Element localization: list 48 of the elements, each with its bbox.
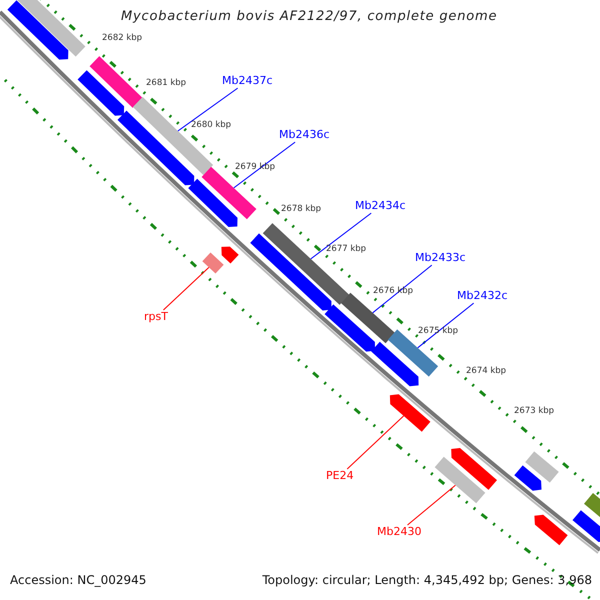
leader-line xyxy=(372,264,432,314)
position-label: 2674 kbp xyxy=(466,367,506,376)
gene-bar xyxy=(434,456,486,504)
gene-label: Mb2430 xyxy=(377,526,422,538)
position-label: 2675 kbp xyxy=(418,327,458,336)
gene-label: rpsT xyxy=(144,311,168,324)
gene-block xyxy=(324,304,375,352)
gene-bar xyxy=(14,0,86,57)
gene-label: Mb2436c xyxy=(279,129,330,142)
position-label: 2673 kbp xyxy=(514,407,554,416)
gene-bar xyxy=(262,223,350,305)
leader-line xyxy=(407,484,456,526)
leader-line xyxy=(177,88,238,132)
gene-block xyxy=(188,178,238,227)
position-label: 2679 kbp xyxy=(235,163,276,172)
gene-bar xyxy=(132,96,214,176)
gene-label: Mb2433c xyxy=(415,252,466,264)
gene-block xyxy=(572,510,600,542)
title: Mycobacterium bovis AF2122/97, complete genome xyxy=(121,10,498,24)
gene-block xyxy=(534,514,568,546)
gene-block xyxy=(221,246,239,264)
genome-summary: Topology: circular; Length: 4,345,492 bp; Genes: 3,968 xyxy=(262,574,592,588)
gene-block xyxy=(371,342,419,386)
leader-line xyxy=(233,142,296,188)
gene-block xyxy=(78,70,124,116)
gene-bar xyxy=(90,56,142,108)
leader-line xyxy=(162,266,210,310)
leader-line xyxy=(310,212,372,260)
gene-label: Mb2432c xyxy=(457,290,508,302)
position-label: 2681 kbp xyxy=(146,79,186,88)
gene-block xyxy=(514,465,542,491)
gene-bar xyxy=(525,451,559,483)
position-label: 2676 kbp xyxy=(373,287,414,296)
gene-label: Mb2434c xyxy=(355,200,406,212)
accession-text: Accession: NC_002945 xyxy=(10,574,146,588)
gene-block xyxy=(451,448,497,490)
leader-line xyxy=(346,415,404,470)
gene-block xyxy=(390,394,430,432)
position-label: 2678 kbp xyxy=(281,205,322,214)
gene-bar xyxy=(202,252,224,274)
gene-label: PE24 xyxy=(326,470,354,482)
position-label: 2682 kbp xyxy=(102,34,142,44)
gene-block xyxy=(7,0,68,60)
position-label: 2680 kbp xyxy=(191,121,232,130)
gene-label: Mb2437c xyxy=(222,75,273,88)
position-label: 2677 kbp xyxy=(326,245,366,254)
leader-line xyxy=(417,302,474,348)
gene-bar xyxy=(341,292,395,344)
